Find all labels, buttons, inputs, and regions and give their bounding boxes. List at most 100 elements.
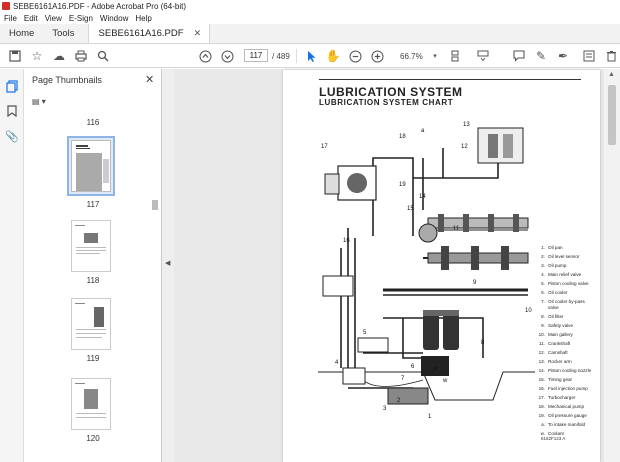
legend-item: 4.Main relief valve	[541, 272, 582, 278]
fuel-injection-pump-shape	[322, 275, 354, 297]
callout-label: 3	[383, 406, 387, 412]
page-subheading: LUBRICATION SYSTEM CHART	[319, 98, 454, 107]
delete-page-icon[interactable]	[604, 49, 618, 63]
document-scroll-thumb[interactable]	[608, 85, 616, 145]
title-bar: SEBE6161A16.PDF - Adobe Acrobat Pro (64-…	[0, 0, 620, 12]
edit-text-icon[interactable]	[582, 49, 596, 63]
comment-icon[interactable]	[512, 49, 526, 63]
scroll-up-icon[interactable]: ▲	[608, 71, 615, 78]
legend-item: 6.Oil cooler	[541, 290, 568, 296]
collapse-arrow-icon[interactable]: ◀	[165, 260, 171, 267]
legend-item: 17.Turbocharger	[538, 395, 576, 401]
toolbar: ☆ ☁ 117 / 489 ✋ 66.7% ▾ ✎ ✒	[0, 44, 620, 68]
print-icon[interactable]	[74, 49, 88, 63]
crankshaft-shape	[427, 246, 529, 270]
zoom-in-icon[interactable]	[370, 49, 384, 63]
legend-item: 10.Main gallery	[538, 332, 573, 338]
thumbnail-label: 117	[86, 200, 100, 209]
menu-edit[interactable]: Edit	[23, 13, 38, 23]
callout-label: 9	[473, 280, 477, 286]
zoom-chevron-down-icon[interactable]: ▾	[433, 52, 437, 60]
figure-reference: 6162F123 A	[541, 436, 566, 441]
legend-item: 16.Fuel injection pump	[538, 386, 588, 392]
close-panel-icon[interactable]: ✕	[145, 74, 155, 86]
callout-label: w	[442, 378, 448, 384]
page-display-icon[interactable]	[448, 49, 462, 63]
panel-collapse-handle[interactable]: ◀	[162, 69, 174, 462]
page-number-input[interactable]: 117	[244, 49, 268, 62]
camshaft-shape	[427, 214, 529, 232]
thumbnail-label: 119	[86, 354, 100, 363]
menu-esign[interactable]: E-Sign	[68, 13, 93, 23]
main-relief-valve-shape	[342, 367, 366, 385]
tab-tools[interactable]: Tools	[52, 28, 75, 39]
callout-label: 12	[461, 144, 468, 150]
search-icon[interactable]	[96, 49, 110, 63]
hand-tool-icon[interactable]: ✋	[325, 49, 341, 63]
menu-help[interactable]: Help	[135, 13, 152, 23]
thumbnail-page-118[interactable]	[71, 220, 111, 272]
oil-cooler-shape	[421, 356, 449, 376]
oil-filter-shape	[423, 310, 459, 350]
legend-item: a.To intake manifold	[541, 422, 586, 428]
highlight-pen-icon[interactable]: ✎	[535, 49, 547, 63]
legend-item: 13.Rocker arm	[538, 359, 572, 365]
panel-scrollbar[interactable]	[151, 100, 159, 462]
save-icon[interactable]	[8, 49, 22, 63]
next-page-icon[interactable]	[220, 49, 234, 63]
callout-label: 11	[453, 226, 460, 232]
menu-view[interactable]: View	[44, 13, 62, 23]
tab-home[interactable]: Home	[9, 28, 35, 39]
thumbnail-label: 116	[86, 118, 100, 127]
legend-item: 2.Oil level sensor	[541, 254, 580, 260]
thumbnail-label: 118	[86, 276, 100, 285]
legend-item: 1.Oil pan	[541, 245, 563, 250]
document-scrollbar[interactable]: ▲	[604, 69, 620, 462]
piston-cooling-valve-shape	[357, 337, 389, 353]
thumbnail-options-icon[interactable]: ▤ ▾	[32, 97, 46, 106]
zoom-out-icon[interactable]	[348, 49, 362, 63]
left-navigation-rail: 📎	[0, 69, 24, 462]
thumbnail-page-119[interactable]	[71, 298, 111, 350]
menu-bar: File Edit View E-Sign Window Help	[0, 12, 620, 24]
legend-item: 14.Piston cooling nozzle	[538, 368, 592, 374]
turbocharger-shape	[324, 165, 377, 201]
header-rule	[319, 79, 581, 80]
legend-item: 3.Oil pump	[541, 263, 567, 269]
window-title: SEBE6161A16.PDF - Adobe Acrobat Pro (64-…	[13, 1, 186, 11]
pdf-page: LUBRICATION SYSTEM LUBRICATION SYSTEM CH…	[283, 70, 600, 462]
page-total: / 489	[272, 52, 290, 61]
toolbar-divider	[296, 49, 297, 63]
legend-item: 9.Safety valve	[541, 322, 574, 328]
callout-label: 1	[428, 414, 432, 420]
cloud-upload-icon[interactable]: ☁	[53, 49, 65, 63]
bookmark-star-icon[interactable]: ☆	[31, 49, 43, 63]
draw-sign-icon[interactable]: ✒	[557, 49, 569, 63]
bookmarks-icon[interactable]	[5, 104, 19, 118]
menu-window[interactable]: Window	[99, 13, 129, 23]
callout-label: 5	[363, 330, 367, 336]
attachments-icon[interactable]: 📎	[5, 130, 19, 143]
legend-item: 11.Crankshaft	[538, 341, 571, 347]
page-thumbnails-icon[interactable]	[5, 79, 19, 93]
tab-document[interactable]: SEBE6161A16.PDF ✕	[87, 24, 211, 43]
previous-page-icon[interactable]	[198, 49, 212, 63]
callout-label: 10	[525, 308, 532, 314]
thumbnail-page-120[interactable]	[71, 378, 111, 430]
panel-title: Page Thumbnails	[32, 75, 102, 85]
diagram-legend: 1.Oil pan 2.Oil level sensor 3.Oil pump …	[536, 245, 596, 440]
legend-item: 7.Oil cooler by-pass valve	[541, 299, 585, 310]
callout-label: 4	[335, 360, 339, 366]
close-tab-icon[interactable]: ✕	[193, 28, 202, 38]
callout-label: w	[432, 366, 438, 372]
menu-file[interactable]: File	[4, 13, 17, 23]
select-cursor-icon[interactable]	[304, 49, 318, 63]
zoom-level-dropdown[interactable]: 66.7%	[400, 52, 423, 61]
thumbnail-preview	[71, 140, 111, 192]
scroll-mode-icon[interactable]	[476, 49, 490, 63]
panel-scroll-thumb[interactable]	[152, 200, 158, 210]
thumbnail-label: 120	[86, 434, 100, 443]
lubrication-system-diagram: 17 18 13 12 19 15 14 16 11 10 9 8 5 6 4 …	[318, 122, 535, 420]
callout-label: 13	[463, 122, 470, 128]
thumbnail-page-117[interactable]	[67, 136, 115, 196]
